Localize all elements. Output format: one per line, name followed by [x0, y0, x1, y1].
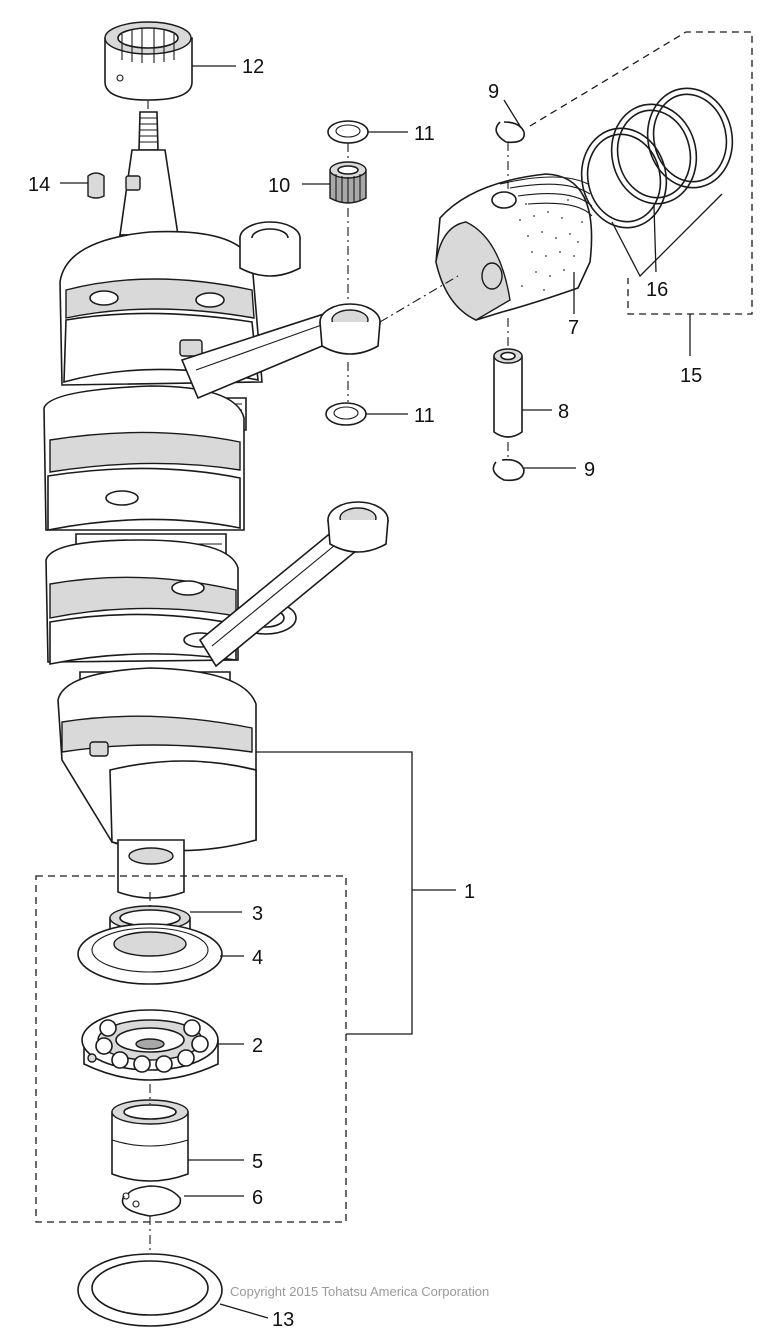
part-5-bushing — [111, 1099, 189, 1182]
callout-9-upper: 9 — [488, 81, 499, 103]
part-13-washer — [77, 1253, 223, 1327]
part-6-snap-ring — [121, 1185, 182, 1217]
callout-11-lower: 11 — [414, 405, 435, 427]
part-14-woodruff-key — [87, 172, 105, 199]
callout-16: 16 — [646, 279, 668, 301]
callout-15: 15 — [680, 365, 702, 387]
callout-10: 10 — [268, 175, 290, 197]
connecting-rod-upper — [180, 303, 381, 400]
group-box-bearing-assembly — [35, 875, 347, 1223]
callout-labels: 12 9 11 10 14 16 7 15 8 11 9 1 3 4 2 5 6… — [28, 56, 702, 1331]
callout-11-upper: 11 — [414, 123, 435, 145]
callout-8: 8 — [558, 401, 569, 423]
callout-5: 5 — [252, 1151, 263, 1173]
callout-7: 7 — [568, 317, 579, 339]
part-8-piston-pin — [493, 348, 523, 438]
callout-2: 2 — [252, 1035, 263, 1057]
part-11-thrust-washer-lower — [325, 402, 367, 426]
group-box-piston-rings — [529, 31, 753, 315]
callout-1: 1 — [464, 881, 475, 903]
part-10-needle-bearing — [329, 161, 367, 204]
part-2-ball-bearing — [81, 1009, 219, 1081]
part-11-thrust-washer-upper — [327, 120, 369, 144]
copyright-notice: Copyright 2015 Tohatsu America Corporati… — [230, 1284, 489, 1299]
part-16-piston-rings — [580, 87, 734, 229]
callout-6: 6 — [252, 1187, 263, 1209]
callout-3: 3 — [252, 903, 263, 925]
leader-lines — [60, 65, 723, 1319]
part-12-needle-bearing — [104, 21, 193, 101]
callout-12: 12 — [242, 56, 264, 78]
callout-9-lower: 9 — [584, 459, 595, 481]
part-9-circlip-lower — [492, 458, 525, 482]
alignment-lines — [147, 100, 509, 1254]
part-9-circlip-upper — [495, 121, 525, 144]
connecting-rod-lower — [198, 501, 389, 668]
callout-4: 4 — [252, 947, 263, 969]
part-4-thrust-plate — [77, 923, 223, 985]
callout-13: 13 — [272, 1309, 294, 1331]
part-7-piston — [435, 173, 593, 321]
part-1-crankshaft — [43, 111, 301, 899]
callout-14: 14 — [28, 174, 50, 196]
